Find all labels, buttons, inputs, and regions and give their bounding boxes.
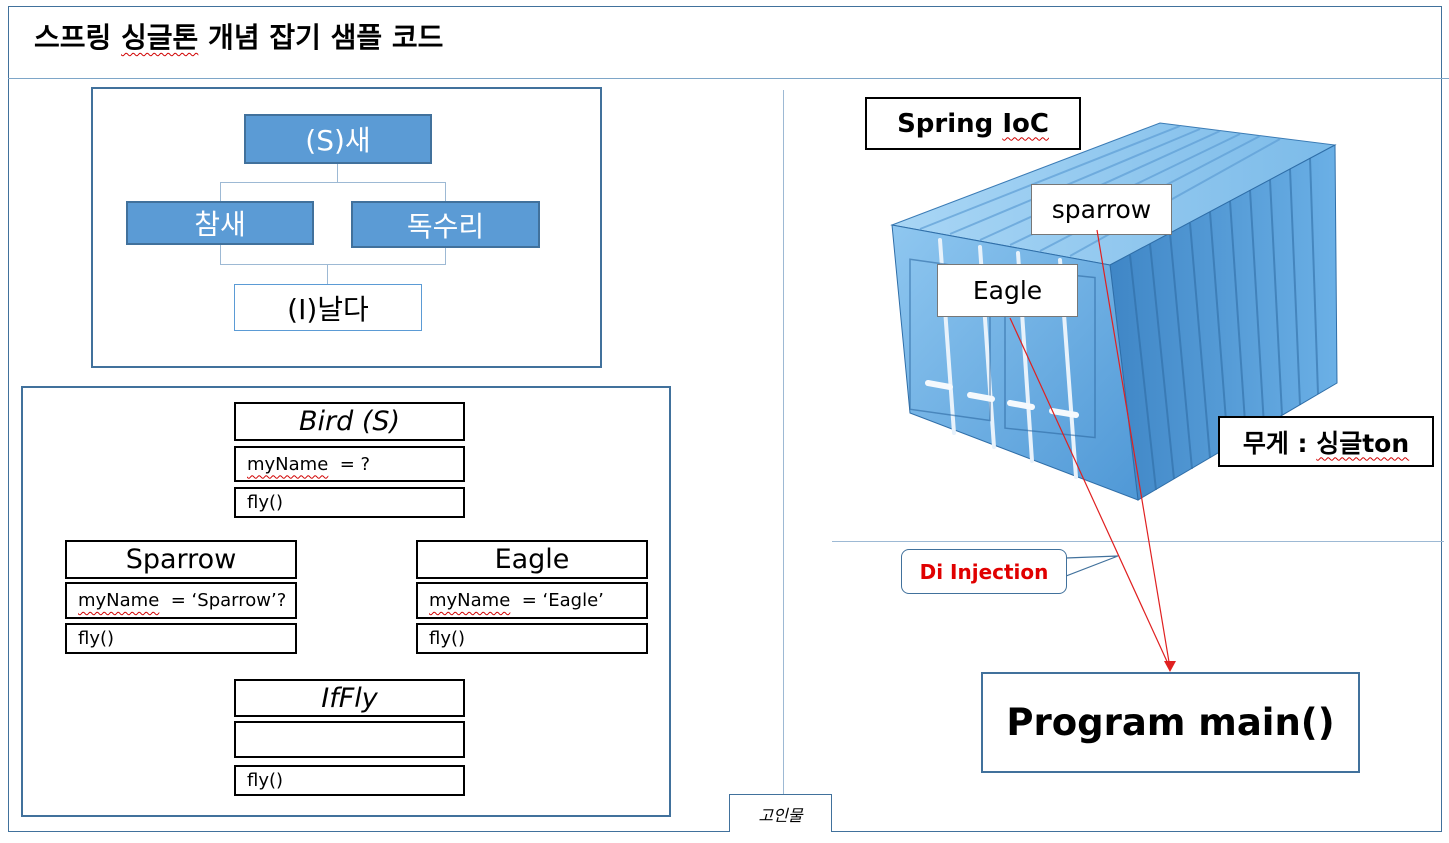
interface-iffly-method: fly() xyxy=(234,765,465,796)
vertical-divider xyxy=(783,90,784,795)
class-eagle-field: myName = ‘Eagle’ xyxy=(416,582,648,619)
class-eagle-title: Eagle xyxy=(416,540,648,579)
title-rule xyxy=(8,78,1449,79)
class-eagle-method: fly() xyxy=(416,623,648,654)
horizontal-divider xyxy=(832,541,1444,542)
slide-title: 스프링 싱글톤 개념 잡기 샘플 코드 xyxy=(34,21,444,54)
connector-bottom-bar xyxy=(220,244,446,265)
class-sparrow-title: Sparrow xyxy=(65,540,297,579)
org-node-fly-interface: (I)날다 xyxy=(234,284,422,331)
org-chart-panel xyxy=(91,87,602,368)
org-node-bird: (S)새 xyxy=(244,114,432,164)
class-bird-title: Bird (S) xyxy=(234,402,465,441)
org-node-sparrow: 참새 xyxy=(126,201,314,245)
connector-top-bar xyxy=(220,182,446,202)
program-main-box: Program main() xyxy=(981,672,1360,773)
di-injection-callout: Di Injection xyxy=(901,549,1067,594)
org-node-eagle: 독수리 xyxy=(351,201,540,248)
class-sparrow-field: myName = ‘Sparrow’? xyxy=(65,582,297,619)
connector-interface-up xyxy=(327,264,328,285)
class-bird-field: myName = ? xyxy=(234,446,465,482)
class-diagram-panel xyxy=(21,386,671,817)
interface-iffly-title: IfFly xyxy=(234,679,465,717)
sparrow-bean-label: sparrow xyxy=(1031,184,1172,235)
class-bird-method: fly() xyxy=(234,487,465,518)
eagle-bean-label: Eagle xyxy=(937,264,1078,317)
footer-tag: 고인물 xyxy=(729,794,832,832)
class-sparrow-method: fly() xyxy=(65,623,297,654)
connector-root-down xyxy=(337,163,338,183)
slide-frame xyxy=(8,6,1442,832)
interface-iffly-field xyxy=(234,721,465,758)
weight-singleton-label: 무게 : 싱글ton xyxy=(1218,416,1434,467)
spring-ioc-label: Spring IoC xyxy=(865,97,1081,150)
